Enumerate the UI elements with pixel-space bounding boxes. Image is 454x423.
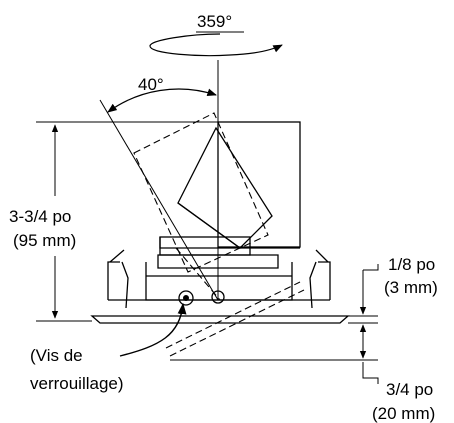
height-imperial-label: 3-3/4 po [9,207,71,226]
flange-dimension: 1/8 po (3 mm) [348,255,438,342]
height-metric-label: (95 mm) [13,231,76,250]
screw-leader-arrow [119,302,187,357]
lowered-flange-outline [165,281,305,357]
screw-label-line1: (Vis de [30,346,83,365]
pan-rotation-indicator: 359° [149,12,283,57]
tilted-camera-outline [133,112,269,301]
tilt-rotation-arc [107,88,217,113]
screw-label-line2: verrouillage) [30,374,124,393]
pan-rotation-label: 359° [197,12,232,31]
flange-imperial-label: 1/8 po [388,255,435,274]
tilted-axis-line [99,99,219,301]
camera-body [145,121,301,301]
flange-metric-label: (3 mm) [384,278,438,297]
trim-ring [90,249,350,324]
tilt-rotation-label: 40° [138,75,164,94]
drop-dimension: 3/4 po (20 mm) [170,326,435,423]
pan-rotation-arrow [149,33,283,57]
drop-imperial-label: 3/4 po [386,380,433,399]
tilt-rotation-indicator: 40° [99,60,219,301]
height-dimension: 3-3/4 po (95 mm) [9,121,218,322]
drop-metric-label: (20 mm) [372,404,435,423]
screw-callout: (Vis de verrouillage) [30,302,187,393]
